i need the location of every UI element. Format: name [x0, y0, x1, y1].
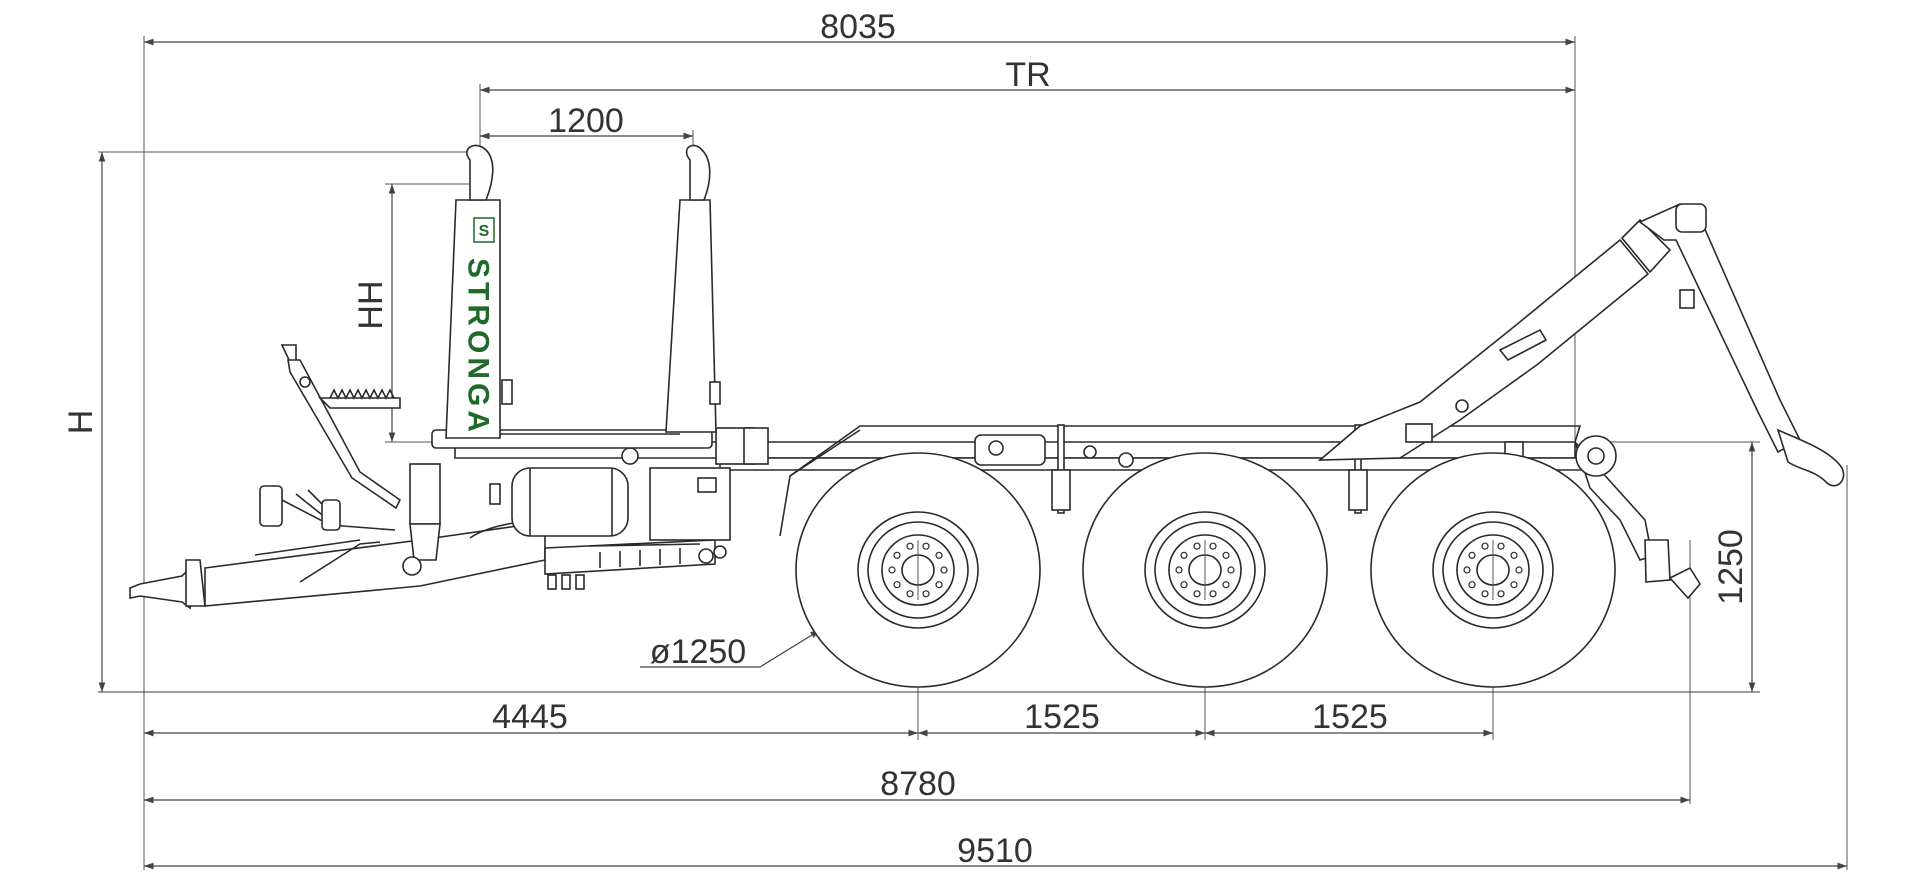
- drawbar: [129, 485, 727, 610]
- wheel-bolt: [906, 590, 914, 598]
- dim-axle-spacing-1: 1525: [1024, 698, 1100, 736]
- wheel-bolt: [1227, 566, 1235, 574]
- wheel-bolts: [888, 542, 1523, 598]
- front-stakes: S STRONGA: [445, 144, 721, 439]
- wheel-bolt: [893, 551, 901, 559]
- dim-length-frame: 8780: [880, 765, 956, 803]
- wheel-bolt: [922, 590, 930, 598]
- wheel-bolt: [935, 581, 943, 589]
- dim-wheel-diameter: ø1250: [650, 633, 746, 671]
- dim-hook-height: HH: [352, 280, 390, 329]
- wheel-bolt: [922, 542, 930, 550]
- dim-overall-top: 8035: [820, 8, 896, 46]
- wheel-bolt: [1222, 551, 1230, 559]
- brand-name: STRONGA: [462, 258, 495, 436]
- wheel-bolt: [1180, 581, 1188, 589]
- wheel-bolt: [1468, 581, 1476, 589]
- wheel-bolt: [1468, 551, 1476, 559]
- dim-axle-spacing-2: 1525: [1312, 698, 1388, 736]
- wheel-bolt: [1481, 590, 1489, 598]
- dim-total-height: H: [62, 410, 100, 435]
- dim-tr: TR: [1005, 56, 1050, 94]
- wheel-bolt: [1180, 551, 1188, 559]
- wheel-bolt: [1510, 551, 1518, 559]
- wheel-bolt: [1209, 590, 1217, 598]
- wheel-bolt: [940, 566, 948, 574]
- wheel-bolt: [1193, 590, 1201, 598]
- wheel-bolt: [906, 542, 914, 550]
- wheel-bolt: [1463, 566, 1471, 574]
- wheel-bolt: [935, 551, 943, 559]
- dim-length-total: 9510: [957, 832, 1033, 870]
- dim-rear-height: 1250: [1712, 529, 1750, 605]
- hook-arm: [1317, 203, 1845, 487]
- wheel-bolt: [1209, 542, 1217, 550]
- wheel-bolt: [1510, 581, 1518, 589]
- wheel-bolt: [1193, 542, 1201, 550]
- support-stand: [280, 344, 402, 510]
- dim-stake-spacing: 1200: [548, 102, 624, 140]
- wheel-bolt: [1497, 542, 1505, 550]
- wheel-bolt: [1497, 590, 1505, 598]
- dim-drawbar-to-axle: 4445: [492, 698, 568, 736]
- wheel-bolt: [1515, 566, 1523, 574]
- brand-logo-letter: S: [479, 223, 490, 240]
- wheel-bolt: [1481, 542, 1489, 550]
- wheel-bolt: [893, 581, 901, 589]
- wheel-bolt: [1175, 566, 1183, 574]
- wheel-bolt: [1222, 581, 1230, 589]
- wheel-bolt: [888, 566, 896, 574]
